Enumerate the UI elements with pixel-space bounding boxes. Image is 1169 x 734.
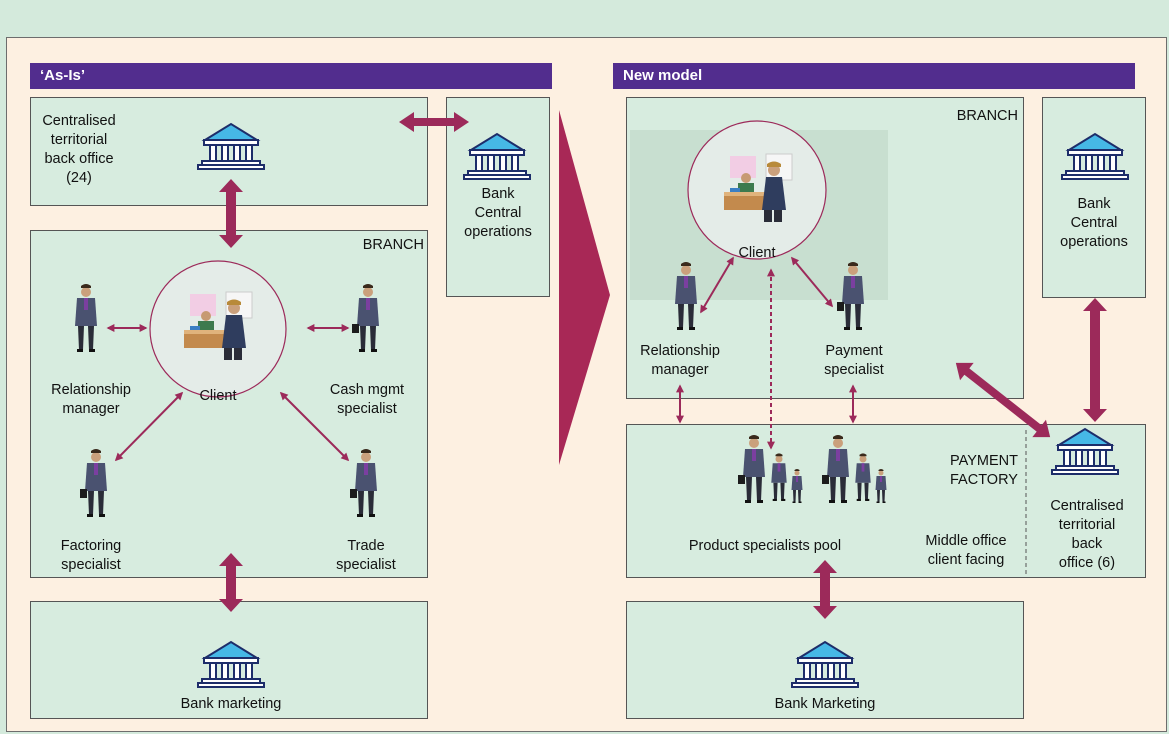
new-bank-central-label: Bank Central operations	[1060, 196, 1128, 250]
right-thick-arrows	[813, 298, 1107, 619]
transition-chevron	[559, 110, 610, 465]
as-is-client-circle	[149, 260, 287, 398]
product-specialist-icon	[822, 435, 849, 503]
new-relationship-manager-label: Relationship manager	[640, 343, 720, 378]
as-is-client-label: Client	[199, 388, 237, 404]
middle-office-label: Middle office client facing	[925, 533, 1007, 568]
as-is-bank-central-box	[446, 97, 550, 297]
factoring-label: Factoring specialist	[60, 538, 122, 573]
as-is-branch-label: BRANCH	[362, 237, 424, 253]
payment-factory-label: PAYMENT FACTORY	[950, 453, 1018, 488]
new-bank-central-icon	[1061, 133, 1129, 180]
left-thick-arrows	[219, 112, 469, 612]
as-is-back-office-label: Centralised territorial back office (24)	[42, 113, 116, 186]
cash-mgmt-specialist-icon	[352, 284, 379, 352]
new-bank-central-box	[1042, 97, 1146, 298]
trade-label: Trade specialist	[336, 538, 396, 573]
new-client-label: Client	[738, 245, 776, 261]
cash-mgmt-label: Cash mgmt specialist	[329, 382, 405, 417]
as-is-bank-marketing-label: Bank marketing	[180, 696, 282, 712]
bank-central-icon	[463, 133, 531, 180]
factoring-specialist-icon	[80, 449, 107, 517]
new-back-office-label: Centralised territorial back office (6)	[1050, 498, 1124, 571]
new-back-office-bank-icon	[1051, 428, 1119, 475]
product-specialist-icon	[738, 435, 765, 503]
payment-specialist-label: Payment specialist	[824, 343, 884, 378]
new-branch-label: BRANCH	[956, 108, 1018, 124]
as-is-relationship-manager-label: Relationship manager	[51, 382, 131, 417]
new-model-header: New model	[613, 63, 1135, 89]
new-client-circle	[687, 120, 827, 260]
new-bank-marketing-label: Bank Marketing	[774, 696, 876, 712]
as-is-bank-central-label: Bank Central operations	[464, 186, 532, 240]
product-pool-label: Product specialists pool	[688, 538, 842, 554]
as-is-header: ‘As-Is’	[30, 63, 552, 89]
marketing-bank-icon	[197, 641, 265, 688]
back-office-bank-icon	[197, 123, 265, 170]
new-marketing-bank-icon	[791, 641, 859, 688]
relationship-manager-icon	[75, 284, 97, 352]
trade-specialist-icon	[350, 449, 377, 517]
